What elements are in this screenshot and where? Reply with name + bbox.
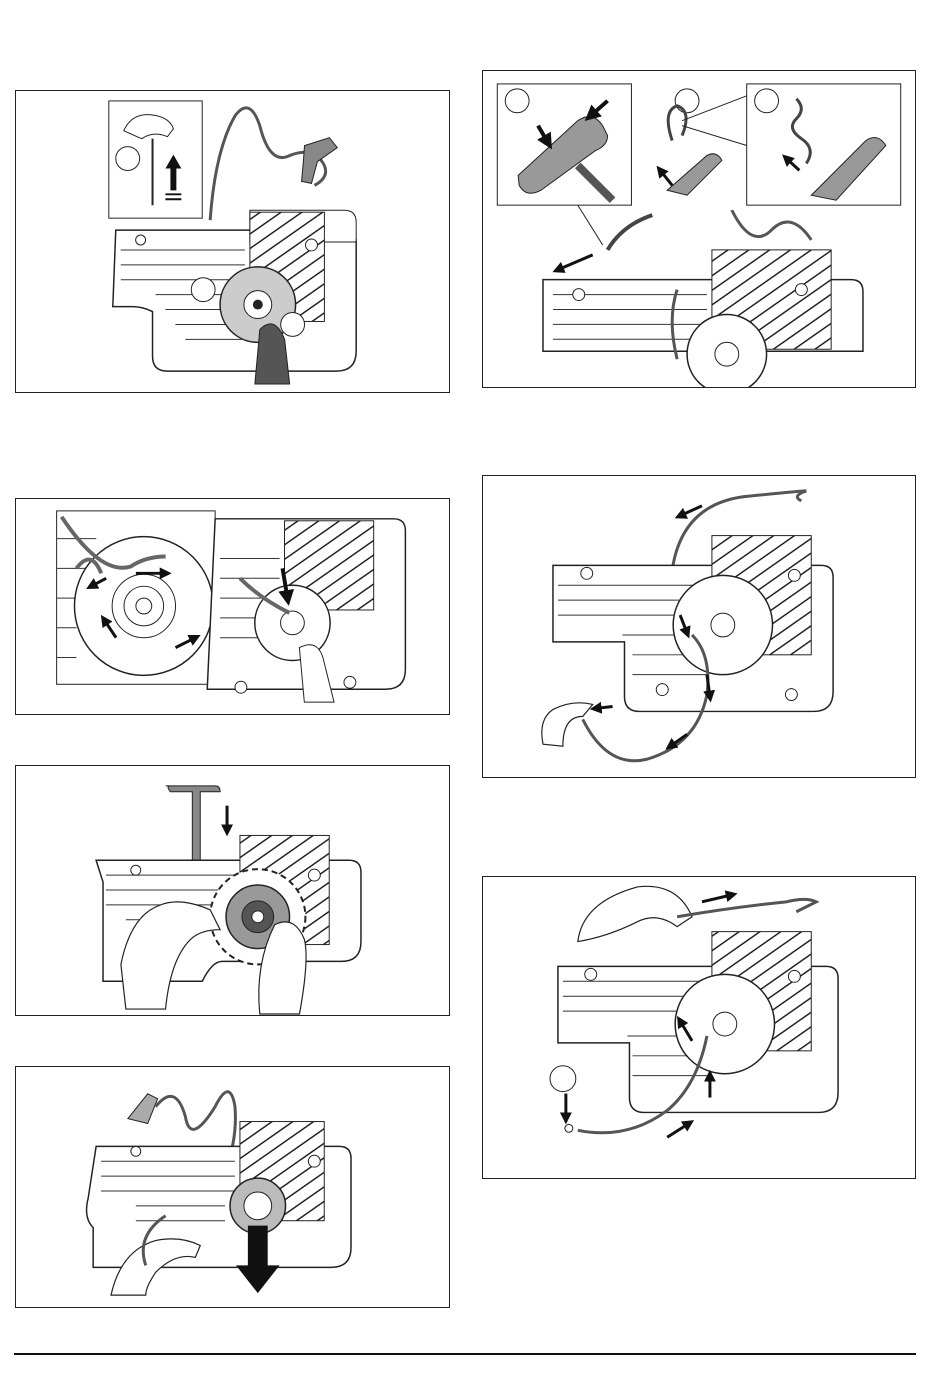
figure-5-panel	[482, 70, 916, 388]
figure-1-panel	[15, 90, 450, 393]
callout-circle	[116, 147, 140, 171]
figure-3-panel	[15, 765, 450, 1016]
figure-2-panel	[15, 498, 450, 715]
figure-2-illustration	[16, 499, 449, 714]
figure-7-panel	[482, 876, 916, 1179]
figure-4-panel	[15, 1066, 450, 1308]
callout-circle	[191, 278, 215, 302]
figure-6-illustration	[483, 476, 915, 777]
figure-6-panel	[482, 475, 916, 778]
figure-5-illustration	[483, 71, 915, 387]
callout-circle	[755, 89, 779, 113]
callout-circle	[675, 89, 699, 113]
callout-circle	[281, 313, 305, 337]
callout-circle	[550, 1066, 576, 1092]
figure-4-illustration	[16, 1067, 449, 1307]
figure-1-illustration	[16, 91, 449, 392]
callout-circle	[505, 89, 529, 113]
footer-rule	[14, 1353, 916, 1355]
figure-7-illustration	[483, 877, 915, 1178]
figure-3-illustration	[16, 766, 449, 1015]
